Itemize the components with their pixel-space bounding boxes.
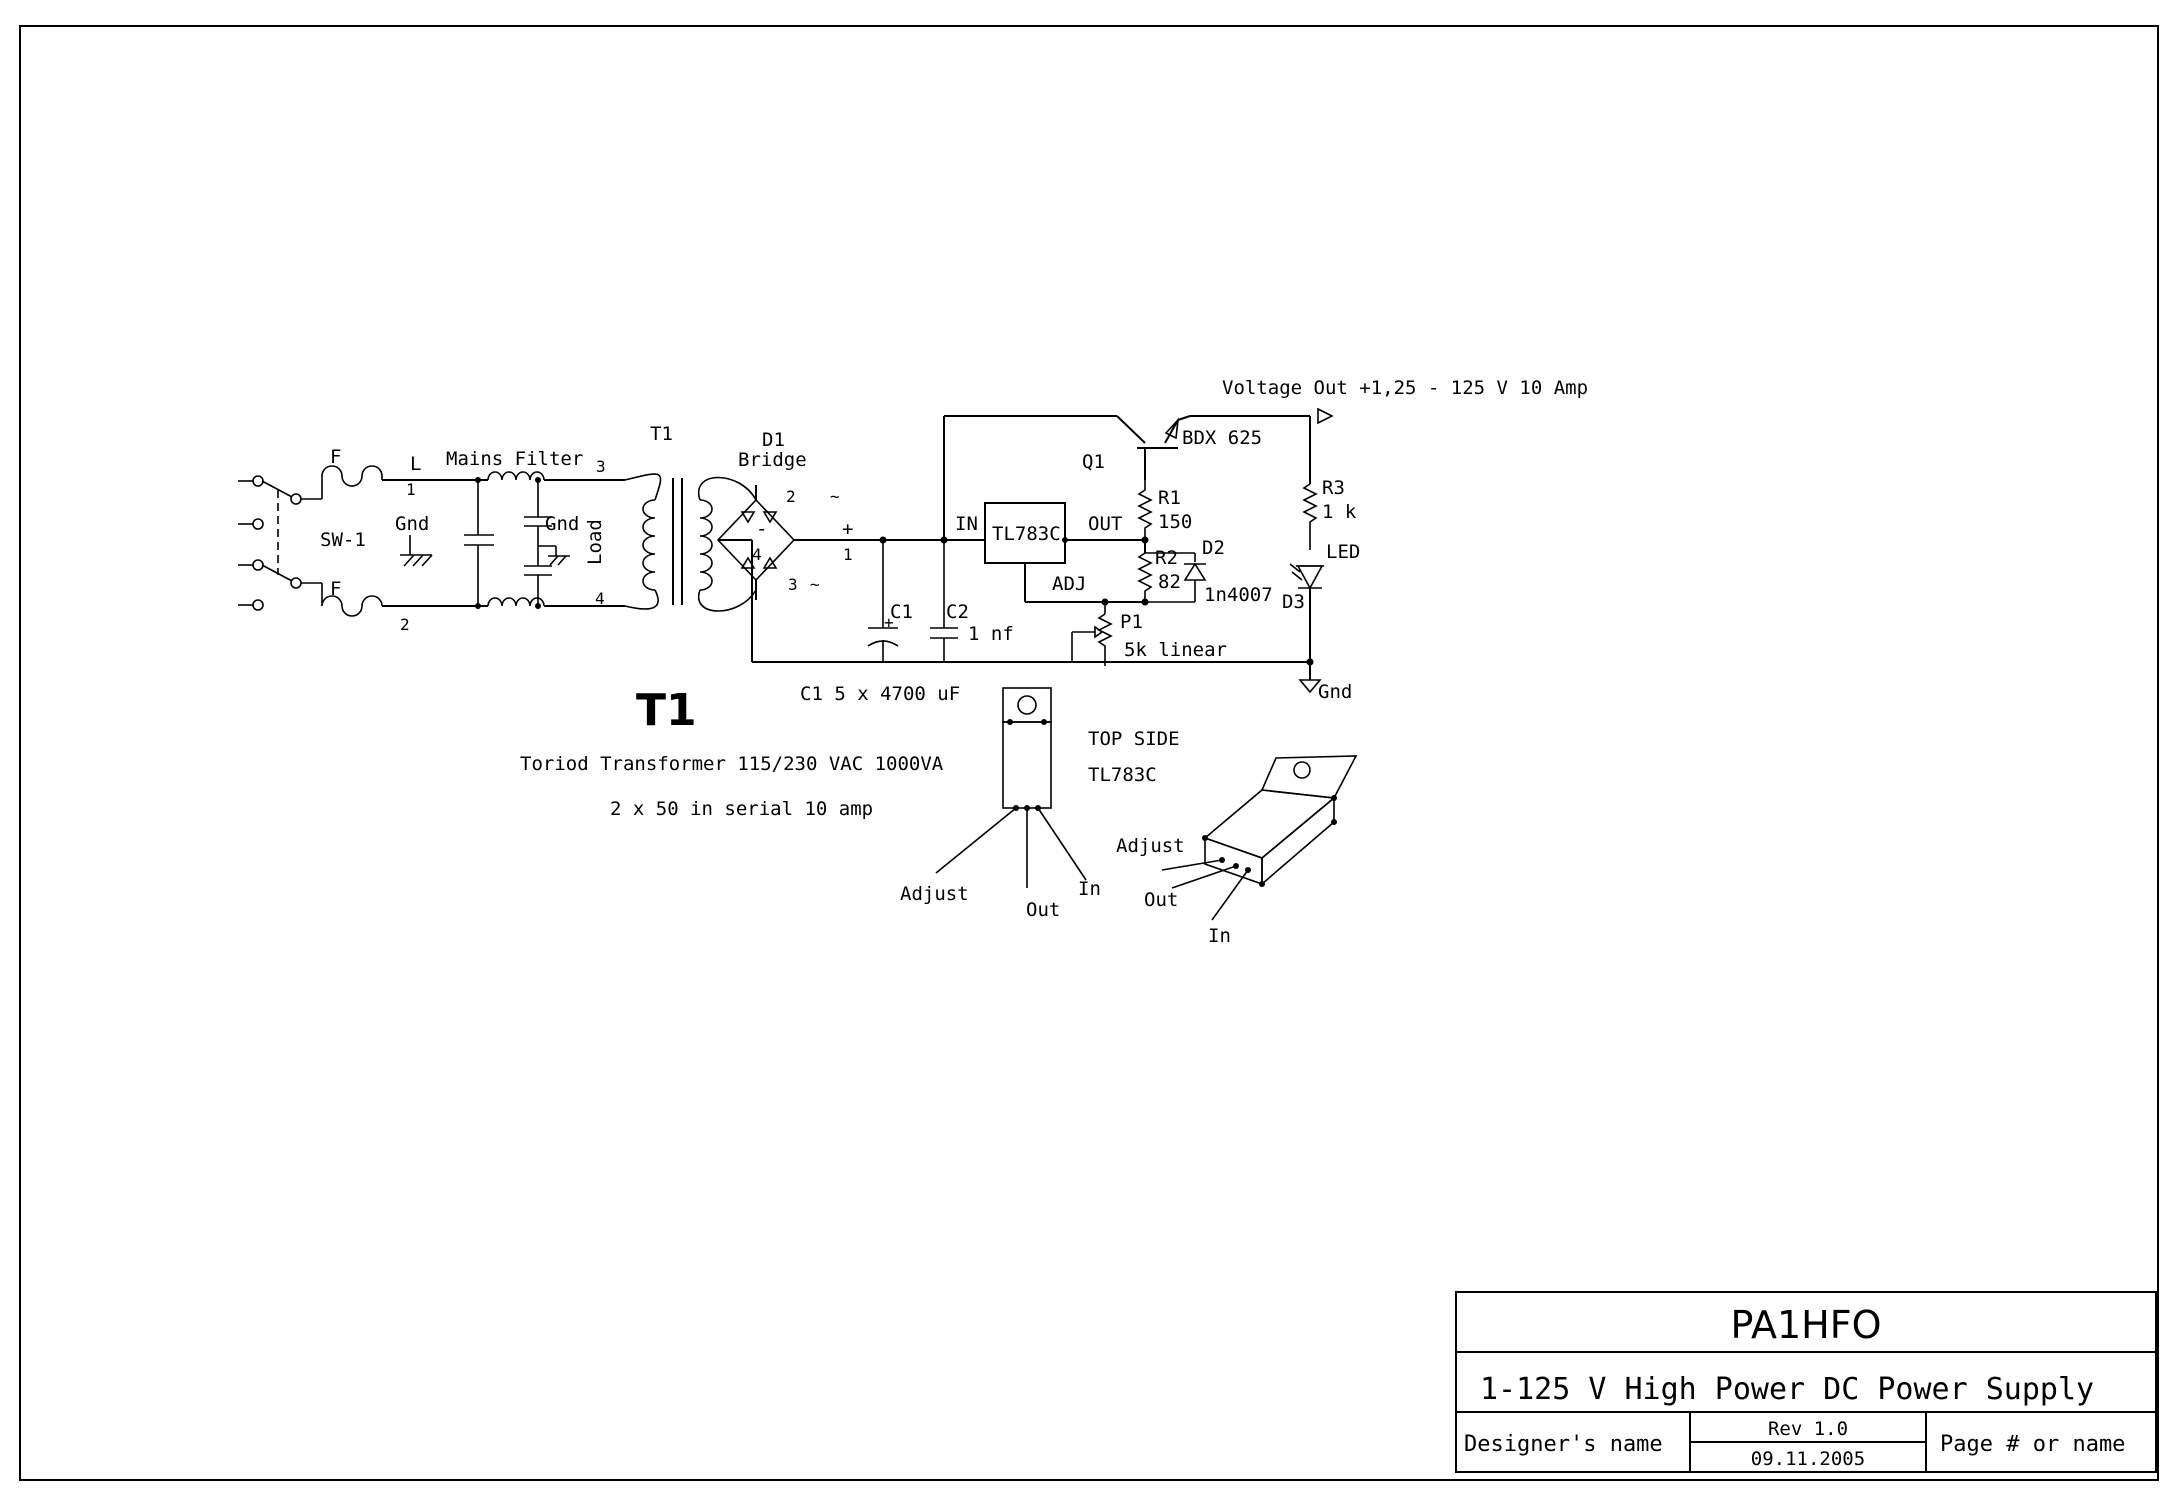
gnd-label-filter: Gnd — [545, 513, 579, 535]
c2-ref: C2 — [946, 601, 969, 623]
bridge-ac-top: ~ — [830, 487, 840, 506]
transistor-q1 — [1116, 407, 1334, 480]
r3-ref: R3 — [1322, 477, 1345, 499]
fuse-top — [321, 465, 405, 499]
led-d3 — [1289, 563, 1324, 694]
line-label: L — [410, 453, 421, 475]
bridge-pin-1: 1 — [843, 545, 853, 564]
resistor-r3 — [1302, 416, 1318, 550]
potentiometer-p1 — [1071, 602, 1113, 666]
bridge-plus: + — [842, 518, 853, 540]
pkg-adjust: Adjust — [900, 883, 969, 905]
filter-pin-3: 3 — [596, 457, 606, 476]
pkg-top-side: TOP SIDE — [1088, 728, 1180, 750]
mains-input-switch — [238, 475, 322, 611]
bridge-ref: D1 — [762, 429, 785, 451]
package-top-view — [935, 687, 1087, 888]
bridge-rectifier-d1 — [716, 485, 883, 662]
c1-plus: + — [884, 613, 894, 632]
fuse-bottom — [321, 583, 405, 617]
tb-designer: Designer's name — [1464, 1432, 1663, 1457]
bridge-pin-3: 3 — [788, 575, 798, 594]
p1-ref: P1 — [1120, 611, 1143, 633]
transformer-desc-2: 2 x 50 in serial 10 amp — [610, 798, 873, 820]
regulator-wiring — [1024, 537, 1149, 606]
c1-value-note: C1 5 x 4700 uF — [800, 683, 960, 705]
mains-filter-label: Mains Filter — [446, 448, 583, 470]
load-label: Load — [584, 519, 606, 565]
bridge-minus: - — [756, 518, 767, 540]
t1-big-label: T1 — [636, 685, 697, 736]
line-pin-1: 1 — [406, 480, 416, 499]
sheet-border — [19, 25, 2159, 1481]
d3-ref: D3 — [1282, 591, 1305, 613]
r2-ref: R2 — [1155, 547, 1178, 569]
tb-rev: Rev 1.0 — [1768, 1418, 1848, 1440]
tb-page: Page # or name — [1940, 1432, 2125, 1457]
resistor-r1 — [1137, 480, 1153, 553]
diode-d2 — [1145, 552, 1207, 603]
bridge-ac-bottom: ~ — [810, 575, 820, 594]
tb-company: PA1HFO — [1731, 1303, 1882, 1347]
c2-value: 1 nf — [968, 623, 1014, 645]
voltage-out-label: Voltage Out +1,25 - 125 V 10 Amp — [1222, 377, 1588, 399]
pkg-in: In — [1078, 878, 1101, 900]
dc-bus — [752, 415, 1310, 663]
p1-value: 5k linear — [1124, 639, 1227, 661]
resistor-r2 — [1137, 552, 1153, 602]
q1-ref: Q1 — [1082, 451, 1105, 473]
transformer-ref: T1 — [650, 423, 673, 445]
q1-part: BDX 625 — [1182, 427, 1262, 449]
fuse-top-label: F — [330, 446, 341, 468]
d2-ref: D2 — [1202, 537, 1225, 559]
r1-ref: R1 — [1158, 487, 1181, 509]
c1-ref: C1 — [890, 601, 913, 623]
ic-in-label: IN — [955, 513, 978, 535]
d2-part: 1n4007 — [1204, 584, 1273, 606]
fuse-bottom-label: F — [330, 578, 341, 600]
led-label: LED — [1326, 541, 1360, 563]
pkg3d-in: In — [1208, 925, 1231, 947]
package-3d-view — [1161, 755, 1358, 921]
r2-value: 82 — [1158, 571, 1181, 593]
tb-date: 09.11.2005 — [1751, 1448, 1865, 1470]
gnd-label-out: Gnd — [1318, 681, 1352, 703]
bridge-label: Bridge — [738, 449, 807, 471]
title-block — [1455, 1291, 2157, 1473]
ground-symbol-left — [400, 535, 433, 567]
ic-out-label: OUT — [1088, 513, 1122, 535]
filter-pin-4: 4 — [595, 589, 605, 608]
pkg3d-out: Out — [1144, 889, 1178, 911]
transformer-desc: Toriod Transformer 115/230 VAC 1000VA — [520, 753, 944, 775]
switch-label: SW-1 — [320, 529, 366, 551]
pkg3d-adjust: Adjust — [1116, 835, 1185, 857]
ic-part-label: TL783C — [992, 523, 1061, 545]
r3-value: 1 k — [1322, 501, 1357, 523]
mains-filter — [405, 471, 625, 609]
bridge-pin-4: 4 — [752, 545, 762, 564]
pkg-out: Out — [1026, 899, 1060, 921]
gnd-label-left: Gnd — [395, 513, 429, 535]
transformer-t1 — [624, 473, 757, 612]
pkg-part: TL783C — [1088, 764, 1157, 786]
line-pin-2: 2 — [400, 615, 410, 634]
bridge-pin-2: 2 — [786, 487, 796, 506]
tb-title: 1-125 V High Power DC Power Supply — [1480, 1372, 2094, 1407]
ic-adj-label: ADJ — [1052, 573, 1086, 595]
r1-value: 150 — [1158, 511, 1192, 533]
